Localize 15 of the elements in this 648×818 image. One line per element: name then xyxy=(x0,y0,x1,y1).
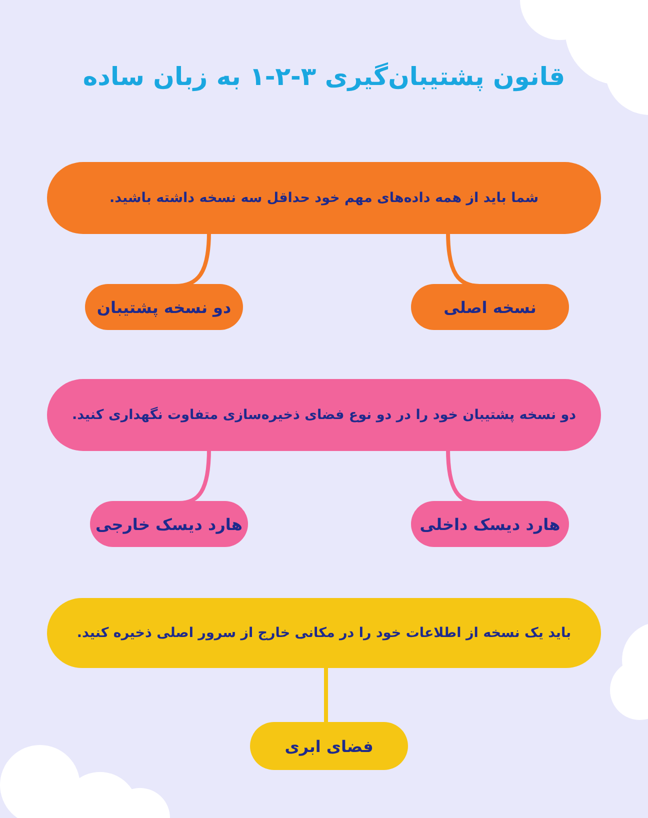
connector-line xyxy=(324,666,328,724)
statement-text: باید یک نسخه از اطلاعات خود را در مکانی خارج از سرور اصلی ذخیره کنید. xyxy=(76,625,572,641)
item-box xyxy=(250,722,408,770)
statement-text: شما باید از همه داده‌های مهم خود حداقل سه نسخه داشته باشید. xyxy=(110,190,538,206)
statement-text: دو نسخه پشتیبان خود را در دو نوع فضای ذخیره‌سازی متفاوت نگهداری کنید. xyxy=(72,407,576,423)
item-label: دو نسخه پشتیبان xyxy=(96,298,232,316)
item-label: هارد دیسک خارجی xyxy=(96,514,243,534)
item-label: هارد دیسک داخلی xyxy=(420,514,560,534)
item-box xyxy=(411,501,569,547)
item-box xyxy=(85,284,243,330)
item-box xyxy=(411,284,569,330)
item-box xyxy=(90,501,248,547)
title: قانون پشتیبان‌گیری ۳-۲-۱ به زبان ساده xyxy=(82,62,566,91)
item-label: نسخه اصلی xyxy=(444,298,536,316)
item-label: فضای ابری xyxy=(284,736,374,756)
